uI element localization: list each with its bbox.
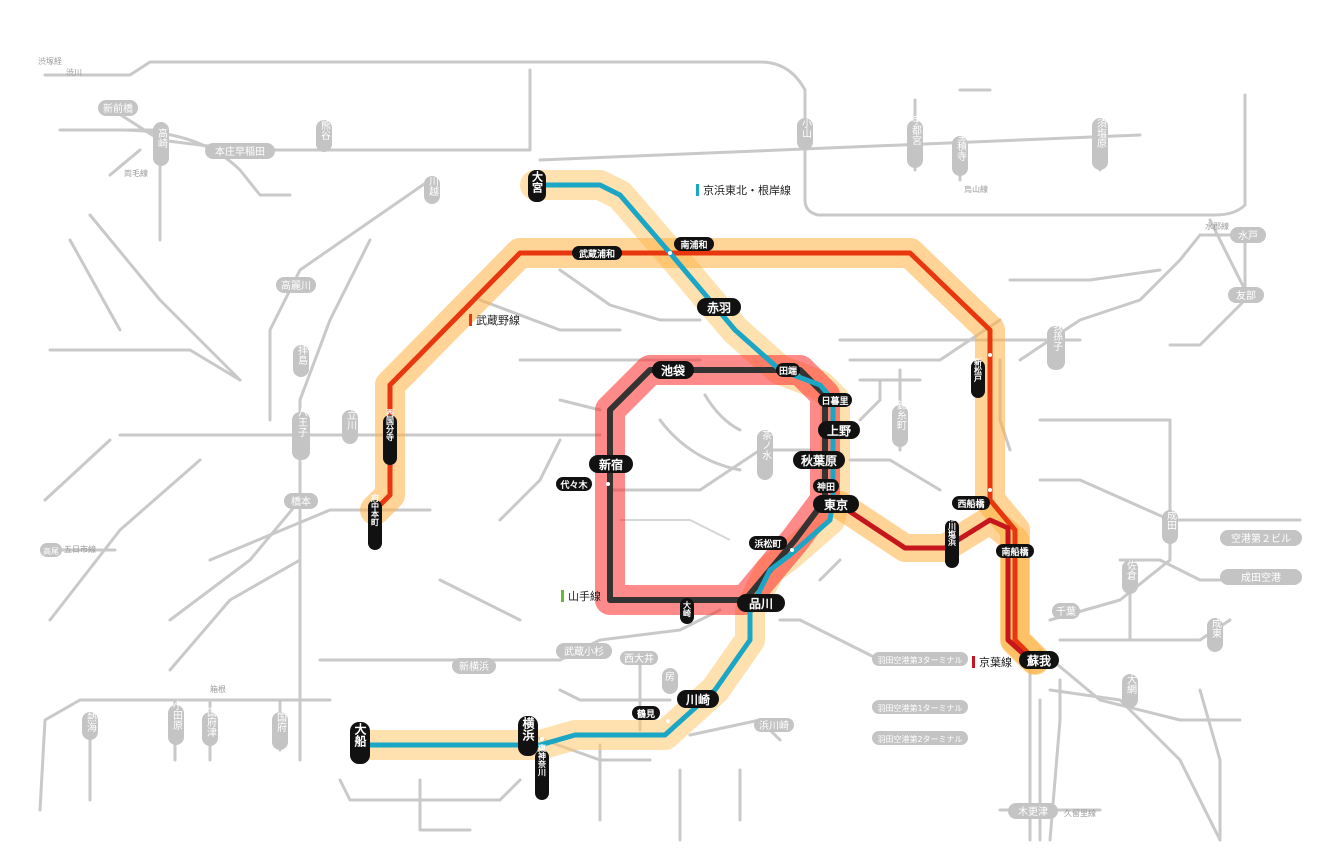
station-haneda-t2: 羽田空港第2ターミナル [877, 734, 962, 744]
station-naruto: 成東 [1210, 618, 1222, 639]
legend-swatch-yamanote [561, 590, 564, 602]
station-takasaki: 高崎 [156, 127, 168, 148]
station-hamamatsucho: 浜松町 [754, 538, 781, 550]
legend: 京浜東北・根岸線 武蔵野線 山手線 京葉線 [469, 183, 1012, 669]
legend-swatch-musashino [469, 314, 472, 326]
label-kazusa: 久留里線 [1064, 808, 1096, 818]
label-tobu-ito: 渋塚経 [38, 56, 62, 66]
station-kinshicho: 錦糸町 [895, 399, 907, 430]
station-yoyogi: 代々木 [559, 479, 588, 491]
station-shin-yokohama: 新横浜 [459, 660, 489, 673]
station-ofuna: 大船 [353, 722, 367, 748]
branch-labels: 渋塚経 渋川 両毛線 烏山線 水郡線 五日市線 箱根 久留里線 [38, 56, 1229, 818]
station-shin-maebashi: 新前橋 [103, 102, 133, 115]
station-minami-funabashi: 南船橋 [1001, 546, 1029, 558]
station-tomobe: 友部 [1236, 289, 1256, 302]
station-sakura: 佐倉 [1125, 560, 1137, 581]
station-shinagawa: 品川 [749, 597, 773, 611]
station-osaki: 大崎 [683, 600, 692, 618]
station-mito: 水戸 [1238, 230, 1258, 242]
station-hashimoto: 橋本 [291, 495, 311, 508]
legend-musashino: 武蔵野線 [476, 313, 520, 327]
station-hachioji: 八王子 [296, 407, 308, 437]
station-nasushiobara: 那須塩原 [1095, 108, 1107, 148]
station-mihama: 房 [665, 670, 675, 683]
station-musashi-kosugi: 武蔵小杉 [564, 645, 604, 658]
station-kawagoe: 川越 [427, 176, 439, 196]
station-kokufu: 国府 [275, 712, 287, 733]
station-nishi-kokubunji: 西国分寺 [386, 409, 395, 442]
station-omiya: 大宮 [531, 170, 544, 194]
station-tsurumi: 鶴見 [637, 708, 655, 720]
station-akihabara: 秋葉原 [801, 453, 837, 468]
station-ikebukuro: 池袋 [661, 363, 686, 378]
station-hoshakuji: 宝積寺 [955, 130, 967, 161]
station-odawara: 小田原 [171, 700, 183, 730]
legend-swatch-keihin [696, 184, 699, 196]
major-stations: 大宮 赤羽 池袋 上野 秋葉原 東京 新宿 品川 川崎 横浜 大船 蘇我 [350, 170, 1059, 764]
minor-stations: 南浦和 武蔵浦和 田端 日暮里 神田 浜松町 代々木 大崎 鶴見 東神奈川 西国… [368, 237, 1034, 800]
keiyo-line [837, 502, 1033, 663]
station-nishi-oi: 西大井 [624, 652, 654, 665]
station-narita-t2: 空港第２ビル [1231, 532, 1291, 545]
station-shinjuku: 新宿 [599, 457, 623, 472]
station-hamakawasaki: 浜川崎 [759, 719, 789, 732]
station-kisarazu: 木更津 [1018, 806, 1048, 818]
label-hakone: 箱根 [210, 684, 226, 694]
station-nishi-funabashi: 西船橋 [957, 498, 985, 510]
legend-swatch-keiyo [972, 656, 975, 668]
label-shibukawa: 渋川 [66, 67, 82, 77]
station-kawasaki: 川崎 [685, 692, 710, 707]
station-narita: 成田 [1165, 510, 1177, 530]
legend-keihin-tohoku: 京浜東北・根岸線 [703, 183, 791, 197]
station-nippori: 日暮里 [821, 395, 848, 407]
station-takao: 高尾 [43, 546, 59, 556]
station-chiba: 千葉 [1056, 605, 1076, 618]
station-oami: 大網 [1125, 673, 1137, 695]
station-honjo-waseda: 本庄早稲田 [215, 145, 265, 158]
station-tokyo: 東京 [824, 497, 848, 512]
station-atami: 熱海 [85, 711, 97, 733]
station-kumagaya: 熊谷 [319, 119, 331, 141]
station-utsunomiya: 宇都宮 [910, 114, 922, 146]
station-haneda-t3: 羽田空港第3ターミナル [877, 655, 962, 665]
station-dots [540, 251, 992, 741]
label-itsukaichi: 五日市線 [64, 544, 96, 554]
station-haijima: 拝島 [296, 344, 308, 366]
station-akabane: 赤羽 [707, 300, 731, 315]
station-kanda: 神田 [817, 481, 835, 493]
station-kunifu: 国府津 [205, 707, 217, 738]
station-shin-matsudo: 新松戸 [974, 357, 983, 383]
station-musashi-urawa: 武蔵浦和 [579, 248, 615, 260]
station-komagawa: 高麗川 [281, 279, 311, 292]
station-narita-airport: 成田空港 [1241, 571, 1281, 584]
station-ochanomizu: 御茶ノ水 [760, 419, 772, 460]
station-tabata: 田端 [779, 365, 797, 377]
label-suigun: 水郡線 [1205, 221, 1229, 231]
station-abiko: 我孫子 [1051, 321, 1063, 351]
station-ueno: 上野 [827, 423, 851, 438]
legend-keiyo: 京葉線 [979, 655, 1012, 669]
station-fuchu-hommachi: 府中本町 [371, 493, 380, 527]
station-oyama: 小山 [800, 118, 812, 138]
station-minami-urawa: 南浦和 [680, 239, 707, 251]
station-ichikawa-shiohama: 市川塩浜 [948, 513, 957, 547]
label-karasuyama: 烏山線 [964, 184, 988, 194]
station-soga: 蘇我 [1026, 653, 1051, 668]
station-higashi-kanagawa: 東神奈川 [537, 743, 547, 777]
station-tachikawa: 立川 [345, 409, 357, 430]
label-ryomo: 両毛線 [124, 168, 148, 178]
legend-yamanote: 山手線 [568, 589, 601, 603]
gray-stations: 新前橋 高崎 本庄早稲田 熊谷 小山 宇都宮 宝積寺 那須塩原 水戸 友部 川越… [40, 100, 1302, 819]
station-haneda-t1: 羽田空港第1ターミナル [877, 703, 962, 713]
station-yokohama: 横浜 [521, 716, 535, 742]
